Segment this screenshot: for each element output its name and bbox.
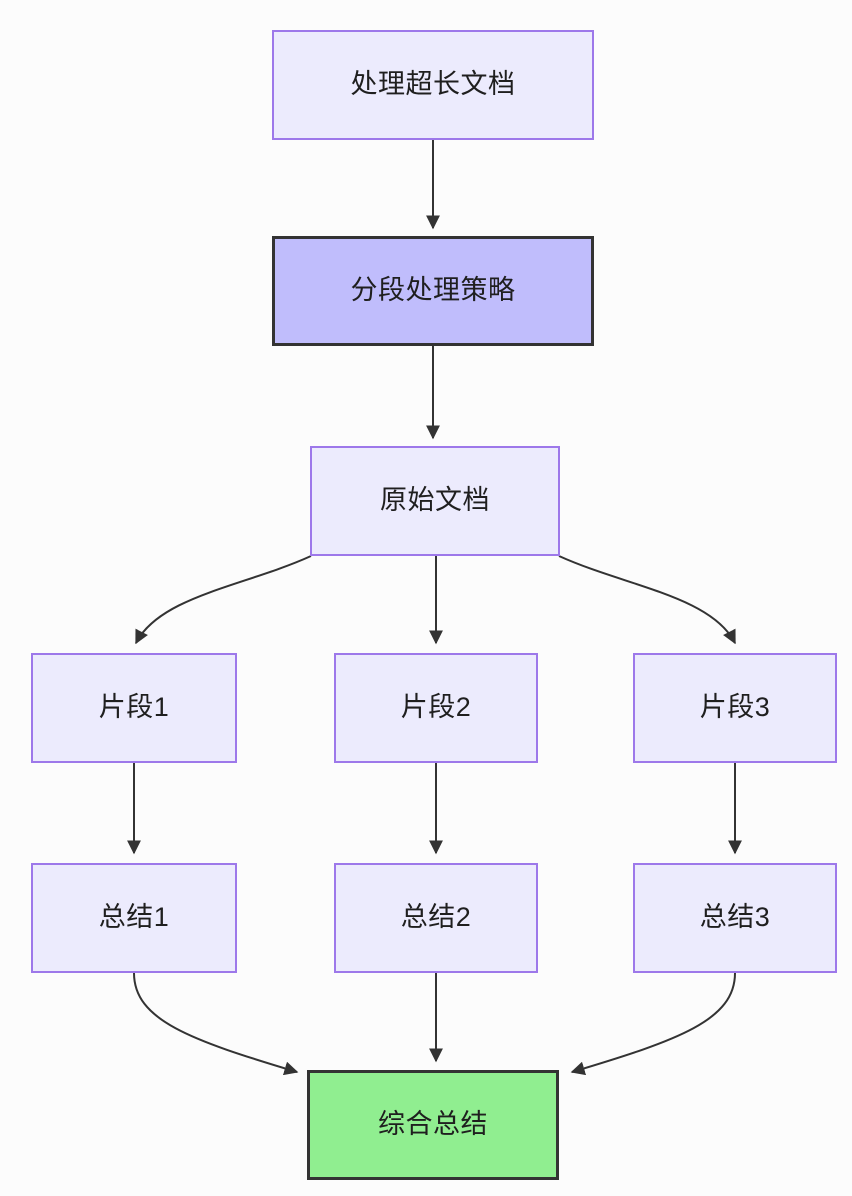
node-source-document[interactable]: 原始文档: [310, 446, 560, 556]
node-fragment-2-label: 片段2: [400, 692, 472, 723]
node-fragment-1-label: 片段1: [98, 692, 170, 723]
node-summary-1-label: 总结1: [98, 902, 170, 933]
node-long-document-label: 处理超长文档: [350, 69, 516, 100]
node-combined-summary[interactable]: 综合总结: [307, 1070, 559, 1180]
node-summary-3-label: 总结3: [699, 902, 771, 933]
node-combined-summary-label: 综合总结: [378, 1109, 488, 1140]
node-summary-2-label: 总结2: [400, 902, 472, 933]
node-fragment-3[interactable]: 片段3: [633, 653, 837, 763]
node-chunking-strategy[interactable]: 分段处理策略: [272, 236, 594, 346]
node-summary-3[interactable]: 总结3: [633, 863, 837, 973]
edge-source-document-to-fragment-3: [558, 555, 736, 645]
edge-summary-1-to-combined-summary: [133, 972, 299, 1076]
node-chunking-strategy-label: 分段处理策略: [350, 275, 516, 306]
edge-summary-3-to-combined-summary: [570, 972, 736, 1076]
node-summary-1[interactable]: 总结1: [31, 863, 237, 973]
node-fragment-2[interactable]: 片段2: [334, 653, 538, 763]
node-summary-2[interactable]: 总结2: [334, 863, 538, 973]
node-source-document-label: 原始文档: [380, 485, 490, 516]
node-fragment-3-label: 片段3: [699, 692, 771, 723]
edge-source-document-to-fragment-1: [135, 555, 312, 645]
node-long-document[interactable]: 处理超长文档: [272, 30, 594, 140]
node-fragment-1[interactable]: 片段1: [31, 653, 237, 763]
